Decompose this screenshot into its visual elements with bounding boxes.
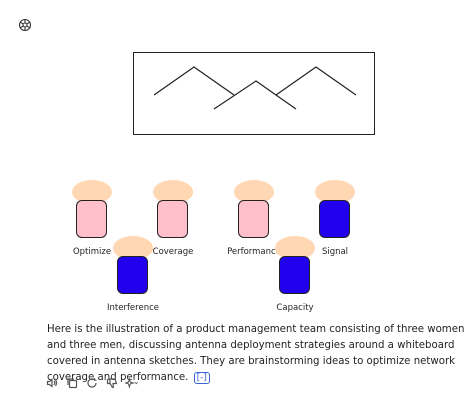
response-text: Here is the illustration of a product ma…: [47, 324, 465, 383]
antenna-sketch: [153, 66, 357, 110]
man-figure: [275, 236, 315, 306]
person-label: Interference: [106, 303, 160, 313]
person-body: [76, 200, 107, 238]
person-label: Optimize: [72, 247, 112, 257]
woman-figure: [72, 180, 112, 250]
person-body: [238, 200, 269, 238]
person-body: [157, 200, 188, 238]
copy-icon[interactable]: [65, 376, 79, 390]
woman-figure: [234, 180, 274, 250]
man-figure: [315, 180, 355, 250]
regenerate-icon[interactable]: [85, 376, 99, 390]
person-label: Performance: [227, 247, 281, 257]
message-action-bar: [45, 376, 139, 390]
person-body: [117, 256, 148, 294]
thumbs-down-icon[interactable]: [105, 376, 119, 390]
man-figure: [113, 236, 153, 306]
assistant-avatar-icon: [17, 17, 33, 33]
citation-link[interactable]: [-]: [193, 372, 210, 384]
person-label: Capacity: [276, 303, 314, 313]
whiteboard: [133, 52, 375, 135]
person-body: [319, 200, 350, 238]
person-label: Coverage: [152, 247, 194, 257]
woman-figure: [153, 180, 193, 250]
person-body: [279, 256, 310, 294]
person-label: Signal: [321, 247, 349, 257]
assistant-response: Here is the illustration of a product ma…: [47, 322, 465, 386]
sparkle-icon[interactable]: [125, 376, 139, 390]
speaker-icon[interactable]: [45, 376, 59, 390]
